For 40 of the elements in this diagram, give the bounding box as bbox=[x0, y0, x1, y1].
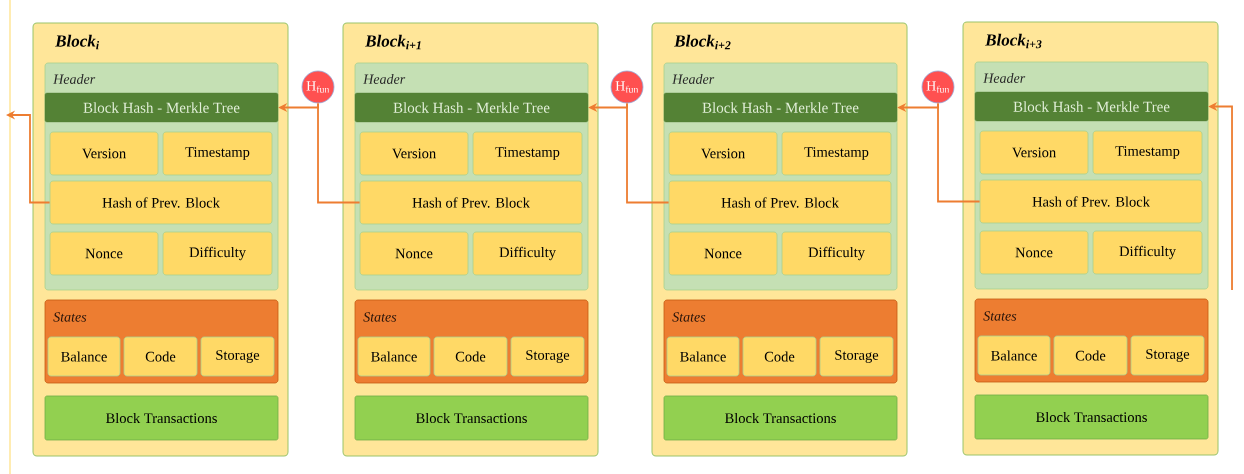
transactions-box: Block Transactions bbox=[44, 395, 279, 441]
field-box: Balance bbox=[666, 336, 740, 377]
field-box: Hash of Prev. Block bbox=[359, 180, 583, 225]
field-box: Difficulty bbox=[162, 231, 273, 276]
merkle-tree-bar: Block Hash - Merkle Tree bbox=[663, 92, 898, 123]
field-box: Version bbox=[979, 130, 1089, 175]
field-box: Code bbox=[742, 336, 817, 377]
field-box: Difficulty bbox=[1092, 230, 1203, 275]
transactions-box: Block Transactions bbox=[354, 395, 589, 441]
transactions-box: Block Transactions bbox=[663, 395, 898, 441]
field-box: Balance bbox=[357, 336, 431, 377]
field-box: Nonce bbox=[979, 230, 1089, 275]
field-box: Hash of Prev. Block bbox=[668, 180, 892, 225]
field-box: Timestamp bbox=[1092, 130, 1203, 175]
transactions-box: Block Transactions bbox=[974, 394, 1209, 440]
field-box: Storage bbox=[819, 336, 894, 377]
merkle-tree-bar: Block Hash - Merkle Tree bbox=[44, 92, 279, 123]
field-box: Storage bbox=[1130, 335, 1205, 376]
field-box: Code bbox=[1053, 335, 1128, 376]
field-box: Version bbox=[359, 131, 469, 176]
field-box: Code bbox=[433, 336, 508, 377]
merkle-tree-bar: Block Hash - Merkle Tree bbox=[974, 91, 1209, 122]
field-box: Storage bbox=[510, 336, 585, 377]
field-box: Nonce bbox=[49, 231, 159, 276]
field-box: Hash of Prev. Block bbox=[49, 180, 273, 225]
field-box: Hash of Prev. Block bbox=[979, 179, 1203, 224]
field-box: Nonce bbox=[359, 231, 469, 276]
field-box: Nonce bbox=[668, 231, 778, 276]
field-box: Difficulty bbox=[781, 231, 892, 276]
field-box: Version bbox=[49, 131, 159, 176]
field-box: Version bbox=[668, 131, 778, 176]
field-box: Balance bbox=[47, 336, 121, 377]
field-box: Code bbox=[123, 336, 198, 377]
field-box: Balance bbox=[977, 335, 1051, 376]
field-box: Timestamp bbox=[472, 131, 583, 176]
field-box: Timestamp bbox=[781, 131, 892, 176]
field-box: Timestamp bbox=[162, 131, 273, 176]
field-box: Storage bbox=[200, 336, 275, 377]
merkle-tree-bar: Block Hash - Merkle Tree bbox=[354, 92, 589, 123]
field-box: Difficulty bbox=[472, 231, 583, 276]
